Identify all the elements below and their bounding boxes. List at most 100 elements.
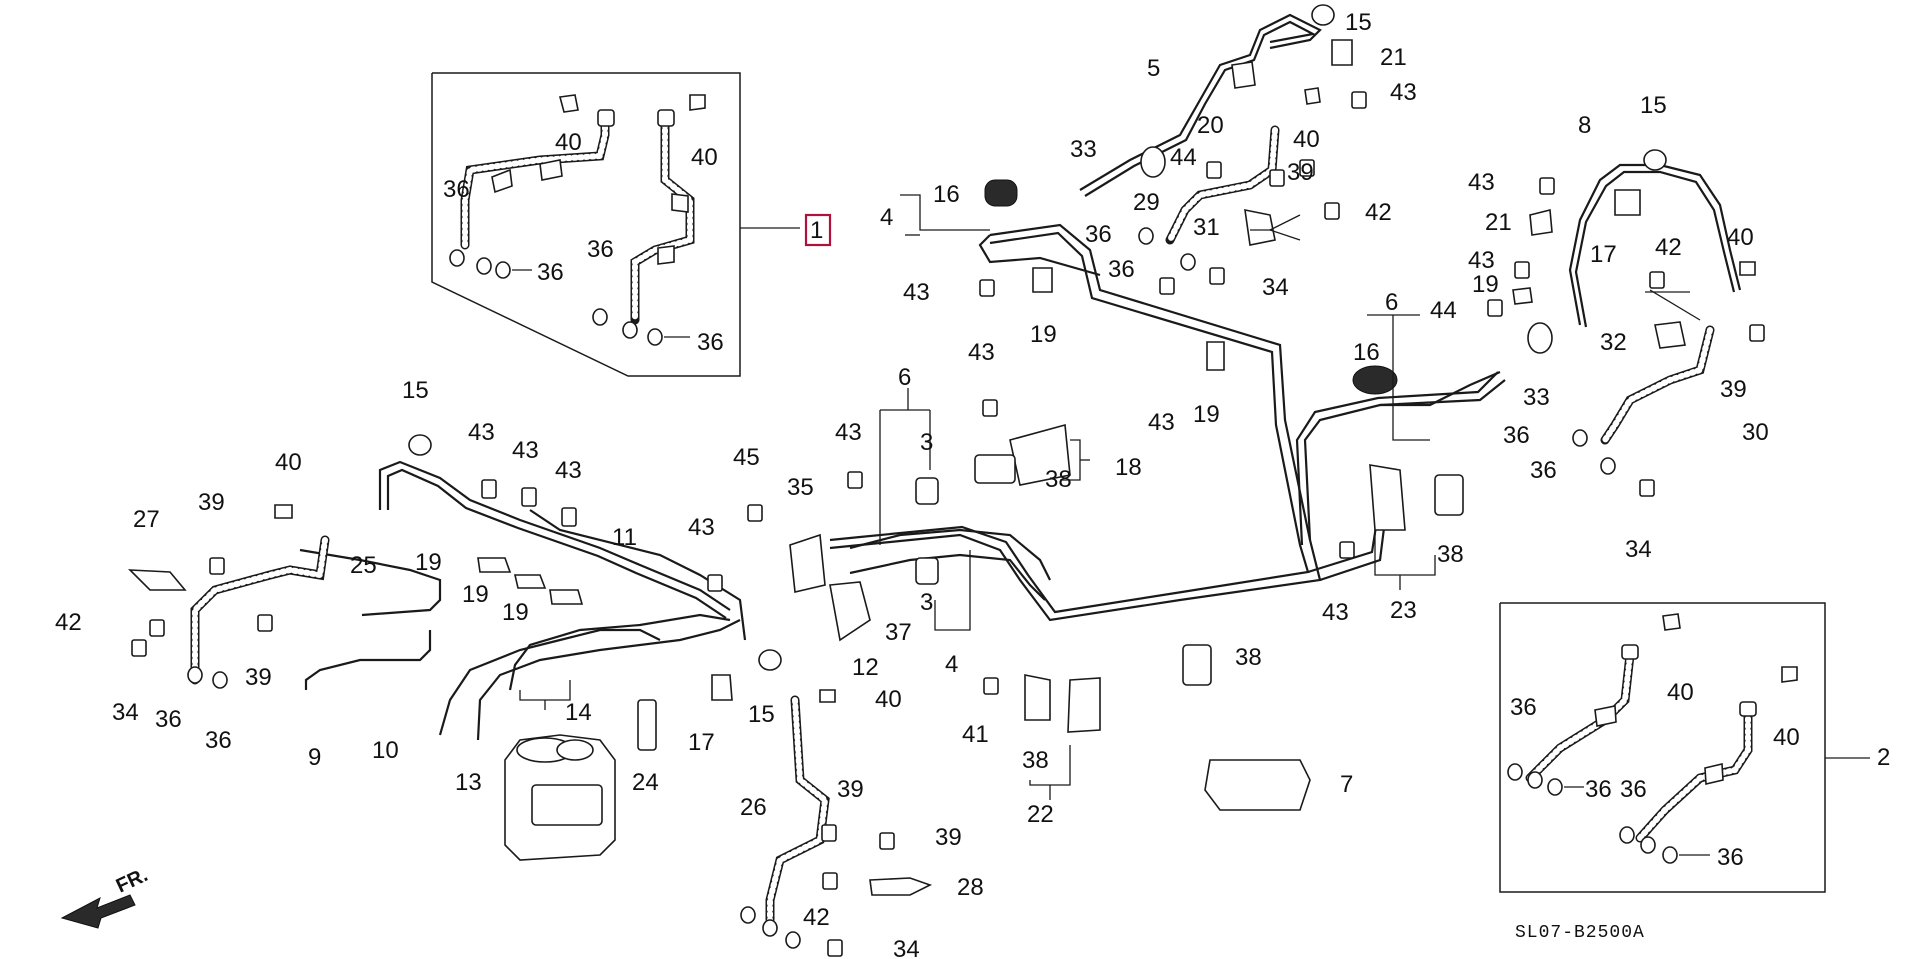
callout-30: 30 [1742,419,1769,446]
callout-33: 33 [1523,384,1550,411]
callout-40: 40 [275,449,302,476]
callout-38: 38 [1022,747,1049,774]
callout-17: 17 [688,729,715,756]
front-direction-arrow: FR. [60,864,151,929]
callout-36: 36 [1503,422,1530,449]
callout-36: 36 [1620,776,1647,803]
callout-15: 15 [402,377,429,404]
callout-42: 42 [803,904,830,931]
callout-43: 43 [1390,79,1417,106]
callout-32: 32 [1600,329,1627,356]
callout-36: 36 [587,236,614,263]
callout-40: 40 [1727,224,1754,251]
callout-39: 39 [1287,159,1314,186]
callout-40: 40 [555,129,582,156]
callout-3: 3 [920,429,933,456]
callout-8: 8 [1578,112,1591,139]
callout-36: 36 [537,259,564,286]
callout-28: 28 [957,874,984,901]
callout-38: 38 [1045,466,1072,493]
direction-label: FR. [113,864,151,898]
callout-18: 18 [1115,454,1142,481]
callout-43: 43 [968,339,995,366]
callout-37: 37 [885,619,912,646]
callout-33: 33 [1070,136,1097,163]
callout-5: 5 [1147,55,1160,82]
callout-40: 40 [1667,679,1694,706]
callout-36: 36 [697,329,724,356]
callout-43: 43 [1322,599,1349,626]
callout-39: 39 [245,664,272,691]
callout-36: 36 [205,727,232,754]
callout-35: 35 [787,474,814,501]
callout-27: 27 [133,506,160,533]
callout-13: 13 [455,769,482,796]
callout-21: 21 [1485,209,1512,236]
callout-19: 19 [1193,401,1220,428]
callout-40: 40 [1293,126,1320,153]
callout-26: 26 [740,794,767,821]
callout-11: 11 [612,524,637,551]
callout-23: 23 [1390,597,1417,624]
callout-36: 36 [155,706,182,733]
callout-19: 19 [462,581,489,608]
callout-44: 44 [1170,144,1197,171]
part-1-highlight[interactable] [804,213,832,247]
callout-1: 1 [810,217,823,244]
callout-36: 36 [443,176,470,203]
callout-19: 19 [415,549,442,576]
callout-38: 38 [1437,541,1464,568]
small-parts [127,4,1765,957]
callout-44: 44 [1430,297,1457,324]
callout-36: 36 [1585,776,1612,803]
hose-set-2-box [1499,602,1870,893]
callout-6: 6 [898,364,911,391]
callout-22: 22 [1027,801,1054,828]
callout-38: 38 [1235,644,1262,671]
callout-20: 20 [1197,112,1224,139]
callout-25: 25 [350,552,377,579]
callout-36: 36 [1510,694,1537,721]
callout-29: 29 [1133,189,1160,216]
callout-42: 42 [55,609,82,636]
callout-43: 43 [1148,409,1175,436]
callout-19: 19 [1030,321,1057,348]
callout-3: 3 [920,589,933,616]
callout-19: 19 [502,599,529,626]
callout-34: 34 [1625,536,1652,563]
callout-10: 10 [372,737,399,764]
callout-4: 4 [945,651,958,678]
callout-9: 9 [308,744,321,771]
callout-21: 21 [1380,44,1407,71]
callout-19: 19 [1472,271,1499,298]
diagram-part-code: SL07-B2500A [1515,923,1645,943]
callout-40: 40 [1773,724,1800,751]
callout-16: 16 [1353,339,1380,366]
callout-34: 34 [893,936,920,959]
callout-39: 39 [1720,376,1747,403]
callout-39: 39 [837,776,864,803]
callout-17: 17 [1590,241,1617,268]
callout-31: 31 [1193,214,1220,241]
callout-34: 34 [1262,274,1289,301]
leader-lines [519,194,1701,800]
callout-15: 15 [748,701,775,728]
callout-34: 34 [112,699,139,726]
callout-6: 6 [1385,289,1398,316]
main-brake-pipes [190,13,1742,925]
callout-4: 4 [880,204,893,231]
callout-24: 24 [632,769,659,796]
hose-set-1-box [431,72,800,377]
callout-43: 43 [688,514,715,541]
callout-36: 36 [1085,221,1112,248]
callout-39: 39 [198,489,225,516]
callout-36: 36 [1717,844,1744,871]
callout-43: 43 [1468,169,1495,196]
callout-15: 15 [1640,92,1667,119]
callout-43: 43 [835,419,862,446]
callout-41: 41 [962,721,989,748]
callout-40: 40 [691,144,718,171]
callout-36: 36 [1530,457,1557,484]
callout-42: 42 [1655,234,1682,261]
